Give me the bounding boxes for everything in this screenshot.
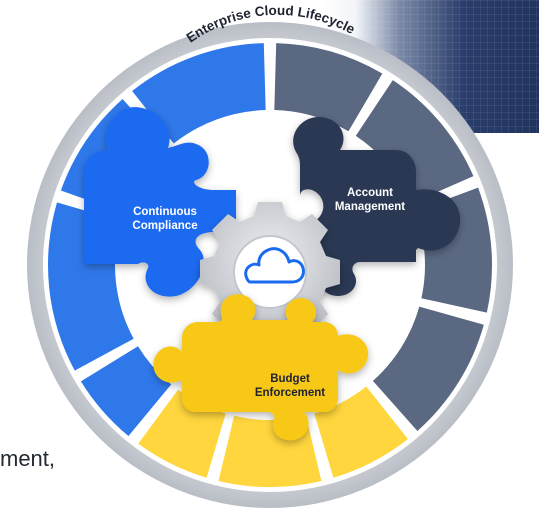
cloud-icon [244,247,305,284]
budget-enforcement-label-line2: Enforcement [255,387,325,399]
continuous-compliance-label-line2: Compliance [132,220,197,232]
ring-segment-yellow [314,386,408,478]
account-management-label-line1: Account [347,187,393,199]
continuous-compliance-piece [84,107,236,297]
ring-segment-blue [80,346,172,437]
continuous-compliance-label-line1: Continuous [133,206,197,218]
ring-segment-slate [372,306,484,432]
budget-enforcement-piece [153,294,369,441]
account-management-piece [293,116,461,296]
account-management-label-line2: Management [335,201,405,213]
ring-segment-slate [355,80,474,203]
ring-segment-slate [274,43,383,132]
budget-enforcement-label-line1: Budget [270,373,310,385]
cut-off-body-text: ment, [0,446,56,471]
ring-segment-blue [132,43,266,144]
